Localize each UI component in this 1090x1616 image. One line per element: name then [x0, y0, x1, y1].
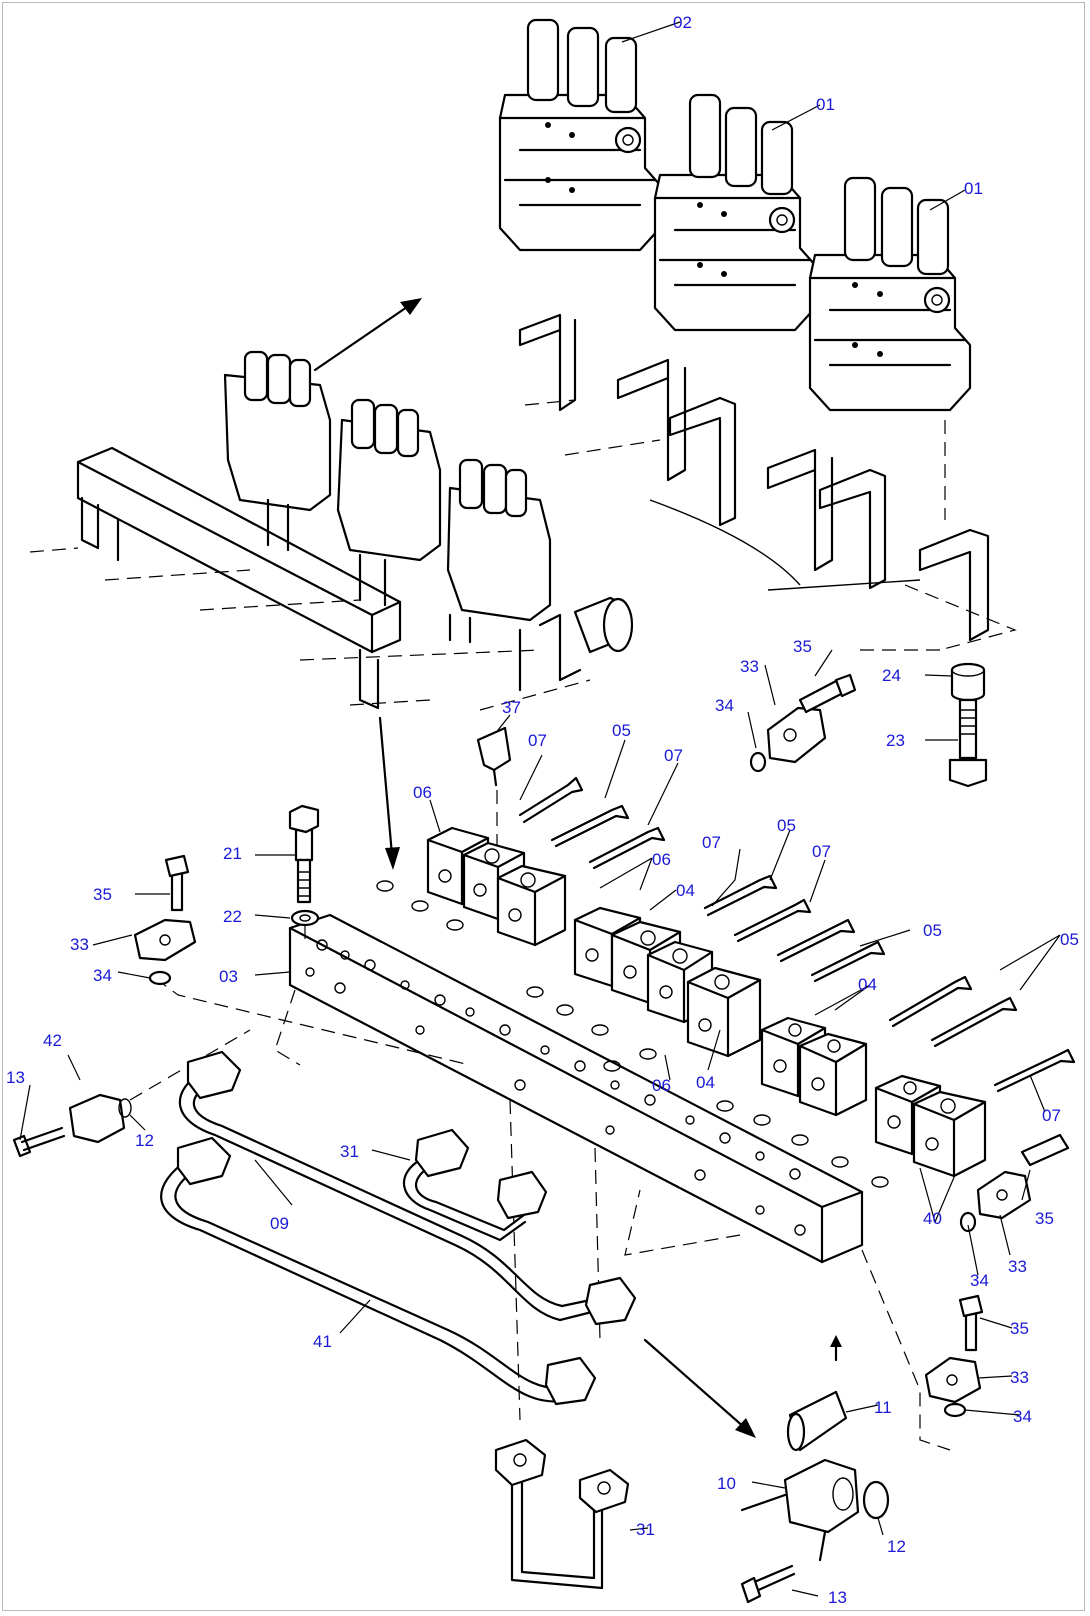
callout-labels: 02 01 01 35 33 24 34 37 23 07 05 07 06 2… — [6, 13, 1079, 1607]
adapter-11 — [786, 1390, 848, 1452]
control-valve-02 — [498, 18, 662, 252]
callout-34: 34 — [93, 966, 112, 985]
pipe-41 — [160, 1136, 597, 1406]
callout-01: 01 — [964, 179, 983, 198]
control-valve-01-right — [808, 176, 972, 412]
callout-33: 33 — [1010, 1368, 1029, 1387]
callout-06: 06 — [652, 1076, 671, 1095]
callout-24: 24 — [882, 666, 901, 685]
control-valve-01-middle — [653, 93, 817, 332]
o-rings — [376, 880, 889, 1188]
callout-13: 13 — [828, 1588, 847, 1607]
cover-flange-bottom — [861, 1249, 984, 1451]
callout-34: 34 — [970, 1271, 989, 1290]
callout-06: 06 — [413, 783, 432, 802]
callout-33: 33 — [1008, 1257, 1027, 1276]
callout-35: 35 — [1010, 1319, 1029, 1338]
callout-21: 21 — [223, 844, 242, 863]
callout-04: 04 — [676, 881, 695, 900]
callout-07: 07 — [664, 746, 683, 765]
callout-40: 40 — [923, 1209, 942, 1228]
callout-12: 12 — [135, 1131, 154, 1150]
callout-35: 35 — [93, 885, 112, 904]
callout-09: 09 — [270, 1214, 289, 1233]
callout-11: 11 — [874, 1398, 892, 1417]
callout-02: 02 — [673, 13, 692, 32]
bolt-21 — [288, 804, 320, 940]
cover-flange-right — [959, 1133, 1070, 1233]
manifold-block-03 — [154, 913, 864, 1421]
solenoid-valves — [426, 826, 987, 1178]
callout-05: 05 — [1060, 930, 1079, 949]
overview-assembly — [29, 350, 634, 711]
bolt-13-bottom — [740, 1564, 796, 1604]
callout-01: 01 — [816, 95, 835, 114]
callout-31: 31 — [340, 1142, 359, 1161]
callout-31: 31 — [636, 1520, 655, 1539]
support-brackets — [518, 313, 1017, 651]
pipe-31-upper — [402, 1128, 548, 1242]
callout-23: 23 — [886, 731, 905, 750]
callout-37: 37 — [502, 698, 521, 717]
callout-34: 34 — [1013, 1407, 1032, 1426]
callout-05: 05 — [923, 921, 942, 940]
callout-05: 05 — [612, 721, 631, 740]
cover-flange-left — [133, 854, 197, 986]
callout-06: 06 — [652, 850, 671, 869]
callout-42: 42 — [43, 1031, 62, 1050]
callout-10: 10 — [717, 1474, 736, 1493]
plug-37 — [476, 726, 512, 850]
callout-07: 07 — [1042, 1106, 1061, 1125]
long-bolts — [518, 776, 1076, 1093]
callout-04: 04 — [696, 1073, 715, 1092]
callout-12: 12 — [887, 1537, 906, 1556]
callout-13: 13 — [6, 1068, 25, 1087]
callout-33: 33 — [70, 935, 89, 954]
bolt-23-bushing-24 — [948, 662, 988, 788]
cover-flange-top — [749, 673, 857, 773]
callout-35: 35 — [793, 637, 812, 656]
callout-07: 07 — [702, 833, 721, 852]
pipe-31-lower — [494, 1438, 630, 1590]
callout-04: 04 — [858, 975, 877, 994]
callout-41: 41 — [313, 1332, 332, 1351]
callout-07: 07 — [812, 842, 831, 861]
callout-35: 35 — [1035, 1209, 1054, 1228]
leader-lines — [19, 21, 1061, 1597]
block-10 — [740, 1458, 890, 1562]
callout-22: 22 — [223, 907, 242, 926]
pipe-09 — [178, 1050, 637, 1326]
callout-03: 03 — [219, 967, 238, 986]
callout-07: 07 — [528, 731, 547, 750]
callout-34: 34 — [715, 696, 734, 715]
callout-05: 05 — [777, 816, 796, 835]
direction-arrows — [313, 298, 842, 1438]
callout-33: 33 — [740, 657, 759, 676]
